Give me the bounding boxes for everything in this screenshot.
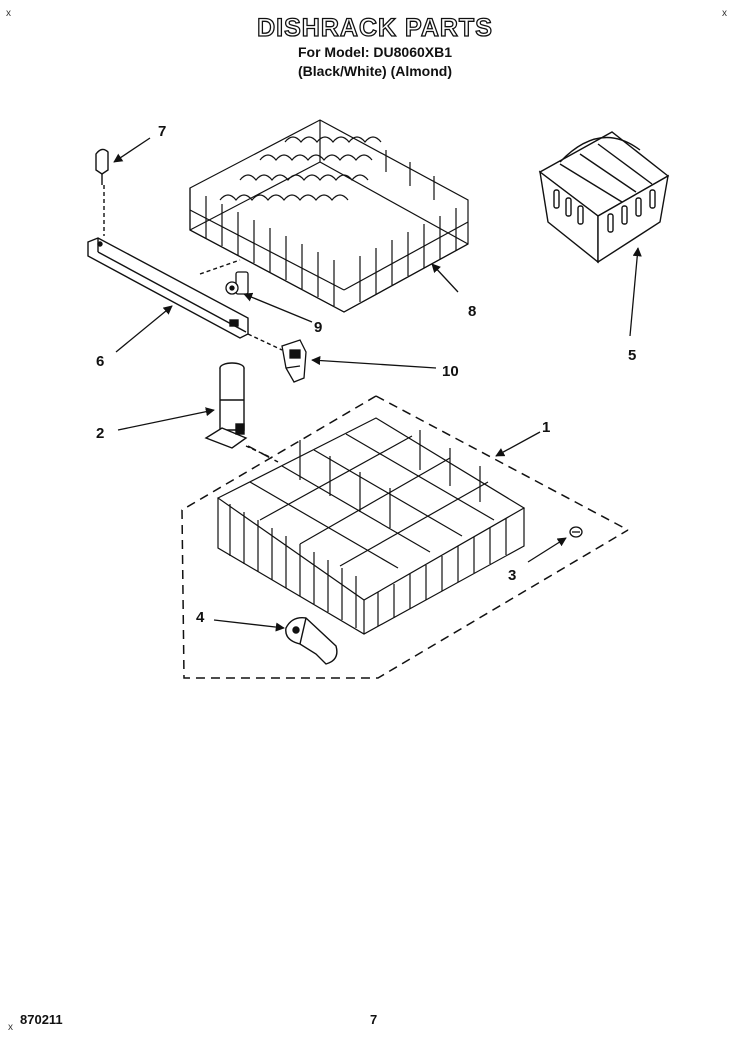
leader-2 xyxy=(117,407,215,431)
callout-5: 5 xyxy=(628,347,636,364)
footer-mark: x xyxy=(8,1022,13,1033)
part-7-clip xyxy=(95,148,109,236)
callout-3: 3 xyxy=(508,567,516,584)
corner-mark-left: x xyxy=(6,8,11,19)
corner-mark-right: x xyxy=(722,8,727,19)
leader-3 xyxy=(527,537,567,563)
leader-7 xyxy=(113,137,151,163)
part-3-knob xyxy=(569,526,583,538)
part-5-basket xyxy=(538,131,670,264)
callout-8: 8 xyxy=(468,303,476,320)
part-10-clip xyxy=(281,339,307,383)
part-1-lower-rack xyxy=(216,417,526,635)
callout-7: 7 xyxy=(158,123,166,140)
callout-4: 4 xyxy=(196,609,205,626)
model-line: For Model: DU8060XB1 xyxy=(297,44,453,60)
part-9-fitting xyxy=(225,271,249,295)
leader-arrows xyxy=(113,137,642,632)
callout-1: 1 xyxy=(542,419,550,436)
lower-rack-outline xyxy=(181,395,629,679)
part-2-tube xyxy=(204,362,273,459)
leader-1 xyxy=(495,431,541,457)
leader-10 xyxy=(311,355,437,369)
leader-6 xyxy=(115,305,173,353)
leader-5 xyxy=(629,247,642,337)
part-8-upper-rack xyxy=(189,119,469,313)
part-6-rail xyxy=(87,237,283,351)
variant-line: (Black/White) (Almond) xyxy=(298,63,452,79)
callout-6: 6 xyxy=(96,353,104,370)
callout-9: 9 xyxy=(314,319,322,336)
callout-2: 2 xyxy=(96,425,104,442)
page-title: DISHRACK PARTS xyxy=(256,13,493,42)
callout-10: 10 xyxy=(442,363,459,380)
leader-8 xyxy=(431,263,459,293)
document-number: 870211 xyxy=(20,1012,63,1027)
part-4-bracket xyxy=(285,617,338,665)
leader-9 xyxy=(243,292,313,323)
leader-4 xyxy=(213,619,285,632)
page-number: 7 xyxy=(370,1012,378,1027)
